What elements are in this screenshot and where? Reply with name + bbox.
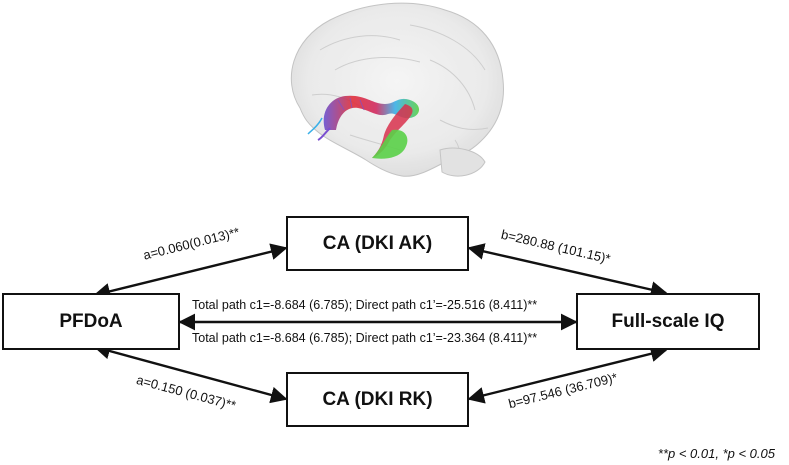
arrow-b-bottom: [467, 345, 668, 404]
mediator-top-label: CA (DKI AK): [322, 232, 433, 254]
mediator-bottom-box: CA (DKI RK): [286, 372, 469, 427]
arrow-a-bottom: [93, 342, 288, 404]
predictor-box: PFDoA: [2, 293, 180, 350]
mediator-bottom-label: CA (DKI RK): [322, 388, 433, 410]
arrow-b-top: [467, 243, 668, 298]
direct-path-top-label: Total path c1=-8.684 (6.785); Direct pat…: [192, 298, 538, 312]
direct-path-bottom-label: Total path c1=-8.684 (6.785); Direct pat…: [192, 331, 538, 345]
mediator-top-box: CA (DKI AK): [286, 216, 469, 271]
outcome-label: Full-scale IQ: [611, 310, 725, 332]
outcome-box: Full-scale IQ: [576, 293, 760, 350]
significance-footnote: **p < 0.01, *p < 0.05: [657, 446, 775, 461]
brain-tractography-image: [290, 2, 504, 177]
predictor-label: PFDoA: [59, 310, 123, 332]
arrow-a-top: [93, 243, 288, 300]
